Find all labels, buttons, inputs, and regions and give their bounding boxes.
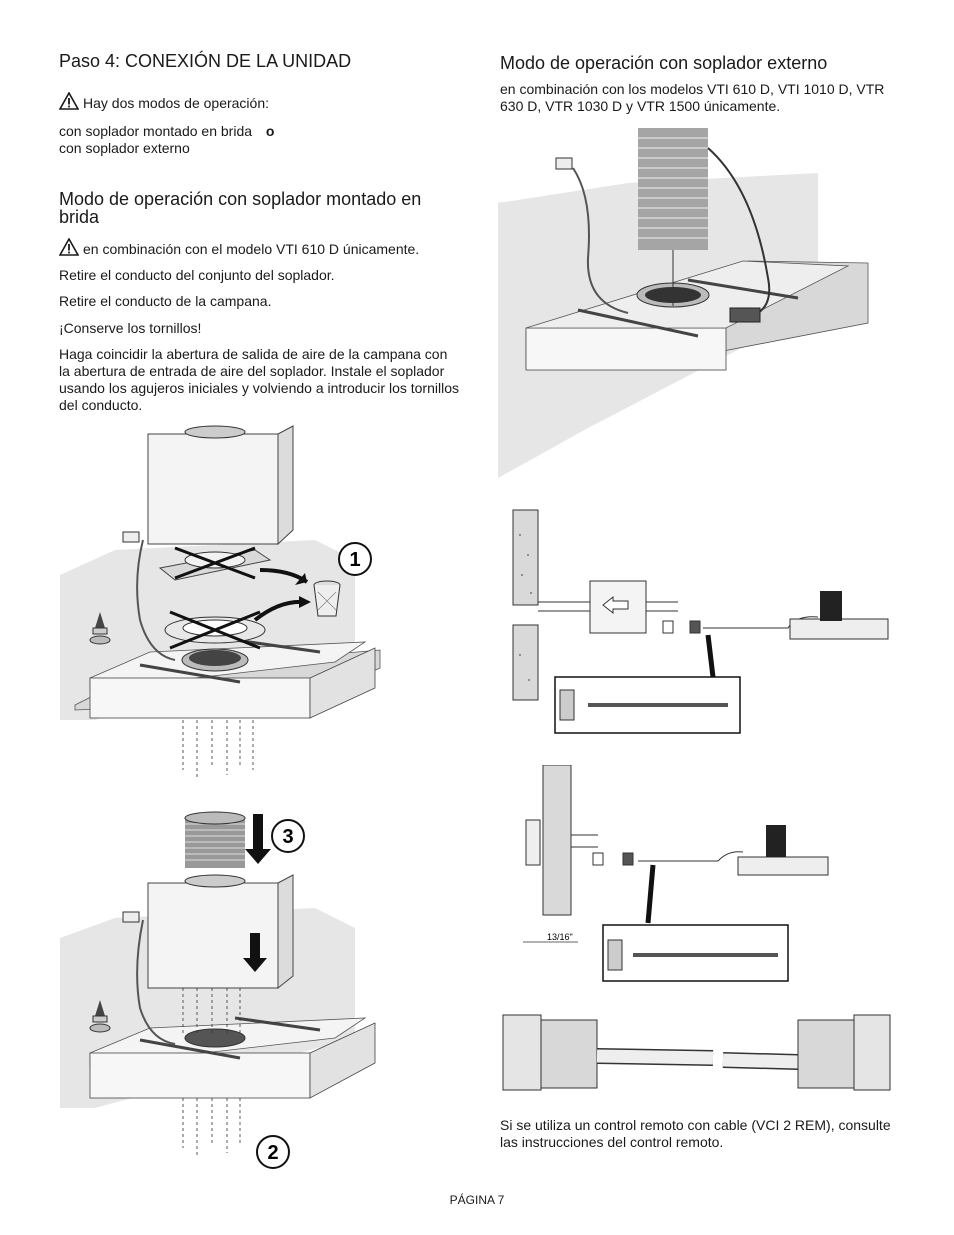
warning-icon — [58, 91, 80, 114]
external-title: Modo de operación con soplador externo — [500, 53, 828, 73]
flange-note: en combinación con el modelo VTI 610 D ú… — [83, 241, 420, 257]
screw-icon — [89, 1000, 111, 1033]
callout-3: 3 — [282, 826, 293, 848]
modes-intro: Hay dos modos de operación: — [83, 95, 269, 111]
page-number: PÁGINA 7 — [449, 1193, 505, 1207]
mode-external: con soplador externo — [59, 140, 190, 156]
remote-note: Si se utiliza un control remoto con cabl… — [500, 1117, 891, 1150]
plug-icon — [122, 911, 140, 923]
mode-or: o — [265, 123, 275, 139]
plug-icon — [555, 157, 573, 170]
wall-blower-wiring-diagram — [512, 509, 889, 734]
warning-icon — [58, 237, 80, 260]
external-blower-hood-illustration — [498, 128, 869, 478]
trash-bin-icon — [313, 580, 341, 617]
external-note: en combinación con los modelos VTI 610 D… — [500, 81, 885, 114]
mode-flange: con soplador montado en brida — [59, 123, 253, 139]
mode-flange-line: con soplador montado en brida o — [59, 123, 274, 140]
terminal-block-wiring-illustration — [502, 1014, 891, 1091]
flange-blower-removal-illustration: 1 — [60, 425, 381, 780]
wall-dimension: 13/16" — [547, 932, 573, 942]
screw-icon — [89, 612, 111, 645]
flange-step-3: ¡Conserve los tornillos! — [59, 320, 202, 336]
plug-icon — [122, 531, 140, 543]
flange-step-2: Retire el conducto de la campana. — [59, 293, 272, 309]
callout-circle-2 — [256, 1135, 290, 1169]
modes-intro-line: Hay dos modos de operación: — [58, 91, 269, 114]
callout-circle-3 — [271, 819, 305, 853]
flange-step-1: Retire el conducto del conjunto del sopl… — [59, 267, 335, 283]
callout-2: 2 — [267, 1142, 278, 1164]
step-title: Paso 4: CONEXIÓN DE LA UNIDAD — [59, 51, 352, 71]
roof-blower-wiring-diagram: 13/16" — [523, 765, 829, 982]
callout-circle-1 — [338, 542, 372, 576]
blower-installation-illustration: 3 2 — [60, 811, 376, 1169]
flange-note-line: en combinación con el modelo VTI 610 D ú… — [58, 237, 420, 260]
flange-step-4: Haga coincidir la abertura de salida de … — [59, 346, 459, 413]
flange-title: Modo de operación con soplador montado e… — [59, 189, 422, 227]
callout-1: 1 — [349, 549, 360, 571]
